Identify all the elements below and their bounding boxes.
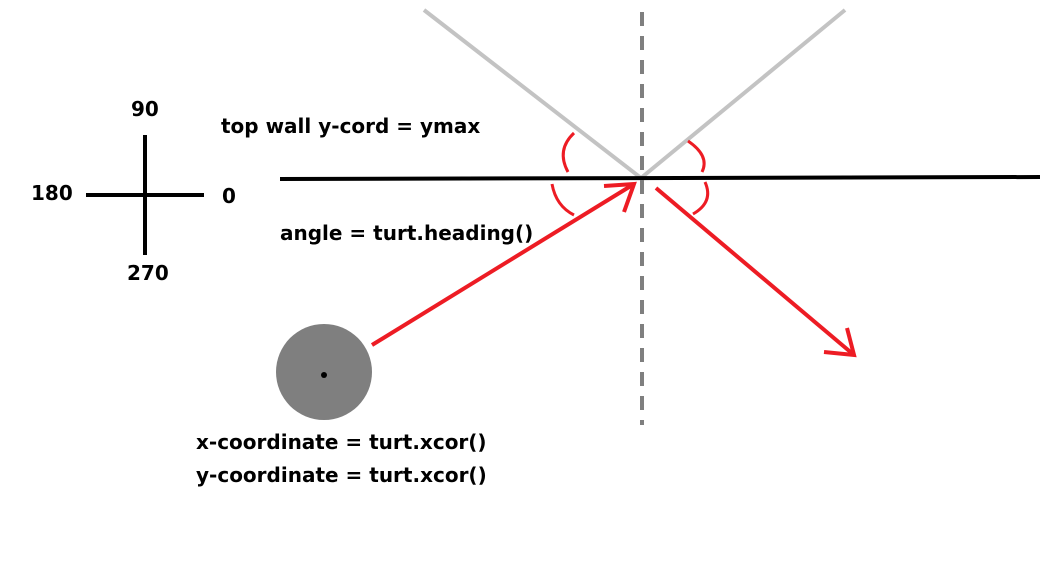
x-coordinate-label: x-coordinate = turt.xcor() (196, 430, 487, 454)
angle-label: angle = turt.heading() (280, 221, 534, 245)
outgoing-reflection-guide (639, 8, 847, 180)
outgoing-arrow-head (823, 327, 857, 358)
y-coordinate-label: y-coordinate = turt.xcor() (196, 463, 487, 487)
incoming-arrow-head (603, 181, 637, 213)
compass-label-270: 270 (127, 261, 169, 285)
angle-arc-lower-left (550, 183, 575, 217)
angle-arc-upper-right (687, 139, 706, 173)
compass-label-180: 180 (31, 181, 73, 205)
outgoing-path-arrow (654, 186, 856, 357)
angle-arc-upper-left (561, 131, 576, 173)
compass-label-0: 0 (222, 184, 236, 208)
turtle-center-dot (321, 372, 327, 378)
incoming-reflection-guide (422, 8, 643, 180)
incoming-path-arrow (370, 182, 636, 347)
angle-arc-lower-right (692, 181, 710, 216)
top-wall-label: top wall y-cord = ymax (221, 114, 481, 138)
top-wall-line (279, 175, 1040, 181)
compass-label-90: 90 (131, 97, 159, 121)
